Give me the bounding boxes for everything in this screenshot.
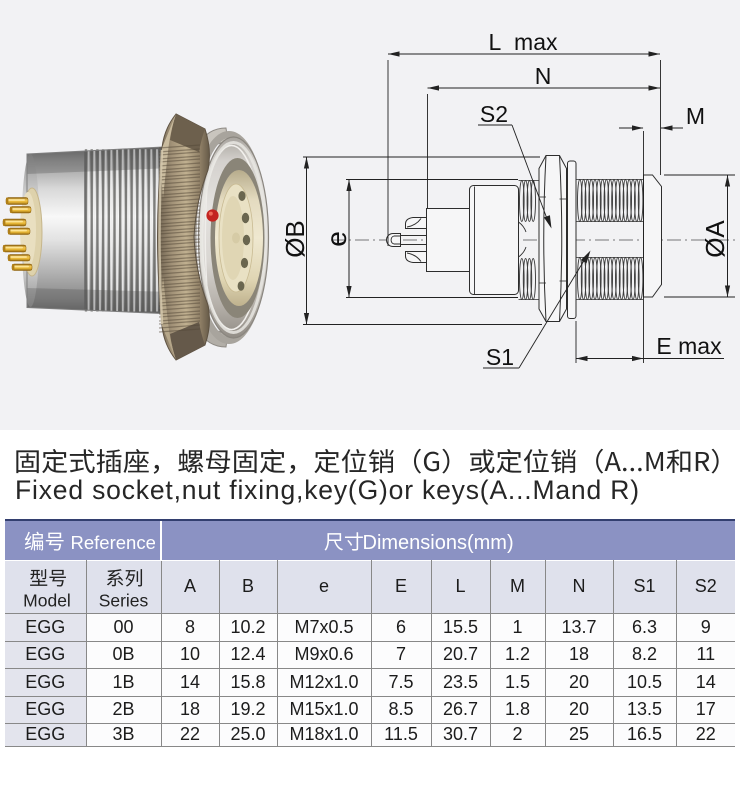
svg-text:Model: Model	[23, 590, 71, 610]
svg-text:S2: S2	[480, 101, 508, 127]
svg-text:L max: L max	[488, 29, 558, 55]
svg-text:Series: Series	[98, 590, 148, 610]
svg-text:ØB: ØB	[280, 220, 310, 258]
svg-text:M: M	[686, 103, 705, 129]
svg-text:Dimensions(mm): Dimensions(mm)	[363, 532, 514, 554]
svg-text:S1: S1	[486, 344, 514, 370]
svg-text:ØA: ØA	[700, 220, 730, 258]
svg-text:e: e	[321, 231, 352, 247]
svg-text:Fixed socket,nut fixing,key(G): Fixed socket,nut fixing,key(G)or keys(A.…	[15, 475, 640, 505]
svg-text:N: N	[535, 63, 552, 89]
svg-text:E max: E max	[656, 333, 722, 359]
svg-text:Reference: Reference	[71, 532, 156, 553]
